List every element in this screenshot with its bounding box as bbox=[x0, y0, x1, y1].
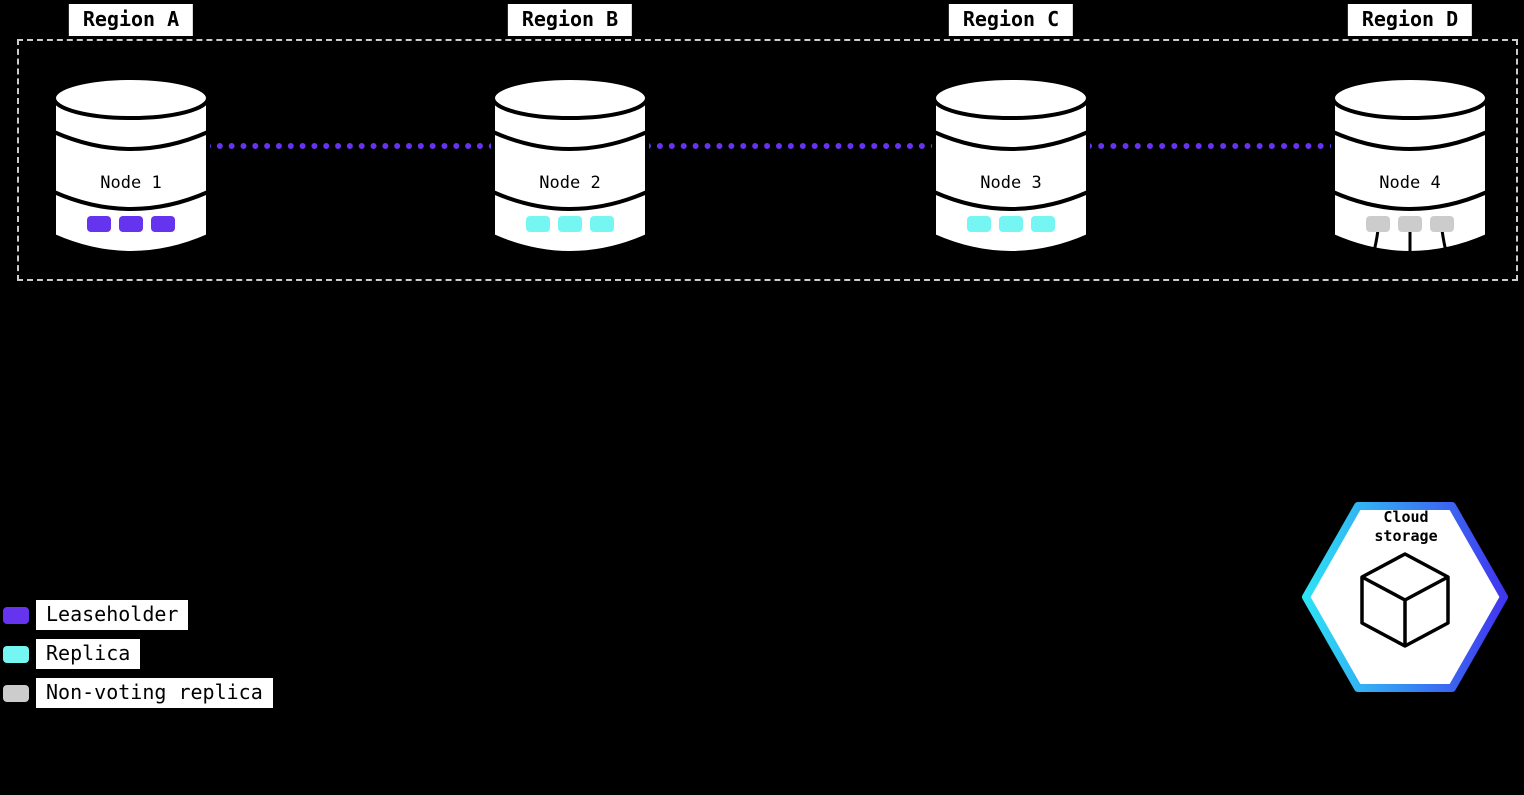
hexagon-outline bbox=[1302, 502, 1508, 692]
leaseholder-square bbox=[87, 216, 111, 232]
leaseholder-square bbox=[119, 216, 143, 232]
replication-link-2-3 bbox=[645, 143, 937, 149]
node-2-replica-squares bbox=[526, 216, 614, 232]
cylinder-top bbox=[1331, 76, 1489, 120]
legend-item-non-voting-replica: Non-voting replica bbox=[3, 678, 273, 708]
node-1-cylinder: Node 1 bbox=[52, 76, 210, 255]
non-voting-replica-square bbox=[1398, 216, 1422, 232]
region-label-b: Region B bbox=[507, 4, 633, 36]
replica-square bbox=[558, 216, 582, 232]
replica-square bbox=[1031, 216, 1055, 232]
node-4-label: Node 4 bbox=[1379, 173, 1440, 193]
node-4-cylinder: Node 4 bbox=[1331, 76, 1489, 271]
leaseholder-label: Leaseholder bbox=[36, 600, 189, 630]
replica-square bbox=[967, 216, 991, 232]
node-4-replica-squares bbox=[1366, 216, 1454, 232]
node-4-storage-tails bbox=[1367, 228, 1453, 271]
non-voting-replica-square bbox=[1366, 216, 1390, 232]
node-3-label: Node 3 bbox=[980, 173, 1041, 193]
cylinder-top bbox=[932, 76, 1090, 120]
node-3-replica-squares bbox=[967, 216, 1055, 232]
legend-item-leaseholder: Leaseholder bbox=[3, 600, 189, 630]
replica-swatch bbox=[3, 645, 29, 663]
non-voting-replica-swatch bbox=[3, 684, 29, 702]
region-label-a: Region A bbox=[68, 4, 194, 36]
cylinder-top bbox=[52, 76, 210, 120]
leaseholder-square bbox=[151, 216, 175, 232]
node-2-label: Node 2 bbox=[539, 173, 600, 193]
node-1-label: Node 1 bbox=[100, 173, 161, 193]
cloud-storage-label: Cloud storage bbox=[1374, 508, 1438, 545]
region-label-d: Region D bbox=[1347, 4, 1473, 36]
replica-square bbox=[590, 216, 614, 232]
cube-icon bbox=[1360, 552, 1450, 648]
node-1-replica-squares bbox=[87, 216, 175, 232]
non-voting-replica-label: Non-voting replica bbox=[36, 678, 273, 708]
replication-link-1-2 bbox=[205, 143, 495, 149]
leaseholder-swatch bbox=[3, 606, 29, 624]
region-label-c: Region C bbox=[948, 4, 1074, 36]
replica-square bbox=[526, 216, 550, 232]
legend-item-replica: Replica bbox=[3, 639, 141, 669]
region-boundary-box bbox=[17, 39, 1518, 281]
node-3-cylinder: Node 3 bbox=[932, 76, 1090, 255]
cloud-storage-hexagon bbox=[1302, 502, 1508, 692]
replication-link-3-4 bbox=[1086, 143, 1336, 149]
replica-label: Replica bbox=[36, 639, 141, 669]
cylinder-top bbox=[491, 76, 649, 120]
legend: Leaseholder Replica Non-voting replica bbox=[3, 600, 273, 708]
replica-square bbox=[999, 216, 1023, 232]
node-2-cylinder: Node 2 bbox=[491, 76, 649, 255]
non-voting-replica-square bbox=[1430, 216, 1454, 232]
